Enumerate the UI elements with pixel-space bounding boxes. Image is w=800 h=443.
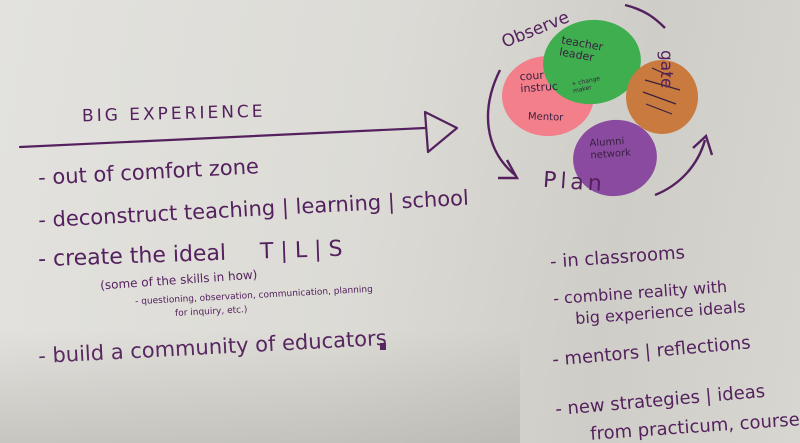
cycle-arrow-right xyxy=(654,139,707,197)
cycle-arrow-top xyxy=(624,3,666,29)
note-line: network xyxy=(590,147,632,162)
cycle-arrow-left xyxy=(486,69,516,176)
arrow-head xyxy=(423,110,459,154)
arrow-shaft xyxy=(18,126,427,149)
cycle-arrow-right-head xyxy=(692,133,714,156)
cycle-label-plan: Plan xyxy=(542,167,607,198)
list-item-text: T | L | S xyxy=(259,236,343,265)
cycle-arrow-left-head xyxy=(498,159,520,180)
pink-note-mentor: Mentor xyxy=(527,111,564,124)
cycle-label-gate: gate xyxy=(656,50,676,89)
ink-blot xyxy=(380,343,386,350)
orange-note-scribble xyxy=(642,67,681,115)
purple-note xyxy=(573,119,657,197)
green-note xyxy=(543,19,641,105)
note-line: instruc xyxy=(519,79,559,96)
orange-note xyxy=(626,60,698,134)
